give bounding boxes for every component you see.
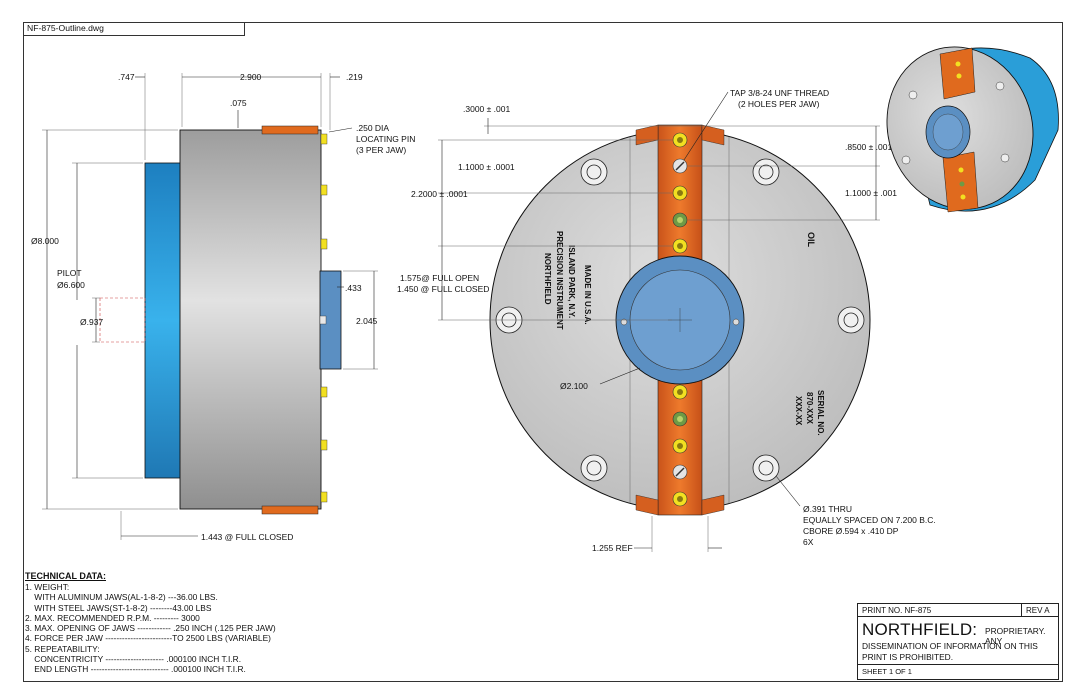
pin-callout-1: .250 DIA — [356, 123, 389, 133]
dim-dia2100: Ø2.100 — [560, 381, 588, 391]
logo-line-3: ISLAND PARK, N.Y. — [567, 245, 576, 318]
dim-3000: .3000 ± .001 — [463, 104, 510, 114]
print-number: PRINT NO. NF-875 — [862, 606, 932, 615]
locating-pin — [320, 491, 328, 503]
hub-bore — [319, 315, 327, 325]
iso-view — [886, 46, 1059, 213]
locating-pin — [320, 133, 328, 145]
dim-2900: 2.900 — [240, 72, 262, 82]
tech-line: END LENGTH ---------------------------- … — [25, 664, 246, 675]
locating-pin — [320, 238, 328, 250]
tech-line: CONCENTRICITY --------------------- .000… — [25, 654, 242, 665]
tap-callout-2: (2 HOLES PER JAW) — [738, 99, 820, 109]
side-view: .747 2.900 .219 .075 .250 DIA LOCATING P… — [31, 72, 415, 542]
dim-8500: .8500 ± .001 — [845, 142, 892, 152]
dim-433: .433 — [345, 283, 362, 293]
open-callout-2: 1.450 @ FULL CLOSED — [397, 284, 489, 294]
logo-line-4: MADE IN U.S.A. — [583, 265, 592, 325]
iso-jaw — [939, 47, 976, 100]
serial-line-2: 870-XXX — [805, 392, 814, 425]
pilot-label-2: Ø6.600 — [57, 280, 85, 290]
dim-11000-b: 1.1000 ± .001 — [845, 188, 897, 198]
title-block-row — [858, 604, 1058, 617]
proprietary-line-2: DISSEMINATION OF INFORMATION ON THIS — [862, 641, 1038, 651]
chuck-body — [179, 129, 322, 510]
tech-line: WITH STEEL JAWS(ST-1-8-2) --------43.00 … — [25, 602, 212, 613]
locating-pin — [320, 184, 328, 196]
tech-line: 1. WEIGHT: — [25, 582, 70, 592]
title-block: PRINT NO. NF-875 REV A NORTHFIELD: PROPR… — [857, 603, 1059, 680]
front-view: NORTHFIELD PRECISION INSTRUMENT ISLAND P… — [397, 88, 936, 553]
tech-line: 2. MAX. RECOMMENDED R.P.M. --------- 300… — [25, 612, 200, 623]
revision: REV A — [1026, 606, 1050, 615]
locating-pin — [320, 439, 328, 451]
open-callout-1: 1.575@ FULL OPEN — [400, 273, 479, 283]
hole-callout-1: Ø.391 THRU — [803, 504, 852, 514]
file-name: NF-875-Outline.dwg — [27, 23, 104, 33]
dim-219: .219 — [346, 72, 363, 82]
dim-22000: 2.2000 ± .0001 — [411, 189, 468, 199]
hidden-bore — [99, 297, 146, 343]
pin-callout-3: (3 PER JAW) — [356, 145, 406, 155]
engraved-logo: NORTHFIELD PRECISION INSTRUMENT ISLAND P… — [543, 231, 592, 330]
title-block-row — [858, 664, 1058, 665]
tech-line: 4. FORCE PER JAW -----------------------… — [25, 633, 271, 644]
dim-dia937: Ø.937 — [80, 317, 103, 327]
dim-1443: 1.443 @ FULL CLOSED — [201, 532, 293, 542]
tap-callout-1: TAP 3/8-24 UNF THREAD — [730, 88, 829, 98]
serial-mark: SERIAL NO. 870-XXX XXX-XX — [794, 390, 825, 436]
logo-line-1: NORTHFIELD — [543, 253, 552, 305]
sheet-number: SHEET 1 OF 1 — [862, 667, 912, 676]
technical-data-list: 1. WEIGHT: WITH ALUMINUM JAWS(AL-1-8-2) … — [25, 582, 276, 675]
mounting-holes — [495, 158, 865, 482]
proprietary-line-3: PRINT IS PROHIBITED. — [862, 652, 954, 662]
drawing-border — [23, 22, 1063, 682]
jaw-bottom-ear — [635, 494, 659, 516]
jaw-bottom-side — [261, 505, 319, 515]
tech-line: 3. MAX. OPENING OF JAWS ------------ .25… — [25, 623, 276, 634]
technical-data-title: TECHNICAL DATA: — [25, 571, 106, 581]
locating-pin — [320, 386, 328, 398]
dim-075: .075 — [230, 98, 247, 108]
dim-11000-a: 1.1000 ± .0001 — [458, 162, 515, 172]
dim-1255: 1.255 REF — [592, 543, 633, 553]
pilot-body — [144, 162, 183, 479]
title-block-divider — [1021, 604, 1022, 617]
dim-747: .747 — [118, 72, 135, 82]
jaw-top-side — [261, 125, 319, 135]
oil-mark: OIL — [806, 232, 816, 248]
dim-2045: 2.045 — [356, 316, 378, 326]
tech-line: 5. REPEATABILITY: — [25, 643, 100, 654]
hole-callout-4: 6X — [803, 537, 814, 547]
pilot-label-1: PILOT — [57, 268, 82, 278]
jaw-top-ear — [701, 124, 725, 146]
hole-callout-3: CBORE Ø.594 x .410 DP — [803, 526, 899, 536]
serial-line-3: XXX-XX — [794, 396, 803, 426]
proprietary-line-1: PROPRIETARY. ANY — [985, 626, 1046, 646]
jaw-top — [657, 124, 703, 281]
jaw-bottom-ear — [701, 494, 725, 516]
brand-name: NORTHFIELD: — [862, 620, 978, 639]
hole-callout-2: EQUALLY SPACED ON 7.200 B.C. — [803, 515, 936, 525]
logo-line-2: PRECISION INSTRUMENT — [555, 231, 564, 330]
dim-dia8: Ø8.000 — [31, 236, 59, 246]
serial-line-1: SERIAL NO. — [816, 390, 825, 436]
pin-callout-2: LOCATING PIN — [356, 134, 415, 144]
tech-line: WITH ALUMINUM JAWS(AL-1-8-2) ---36.00 LB… — [25, 592, 218, 603]
